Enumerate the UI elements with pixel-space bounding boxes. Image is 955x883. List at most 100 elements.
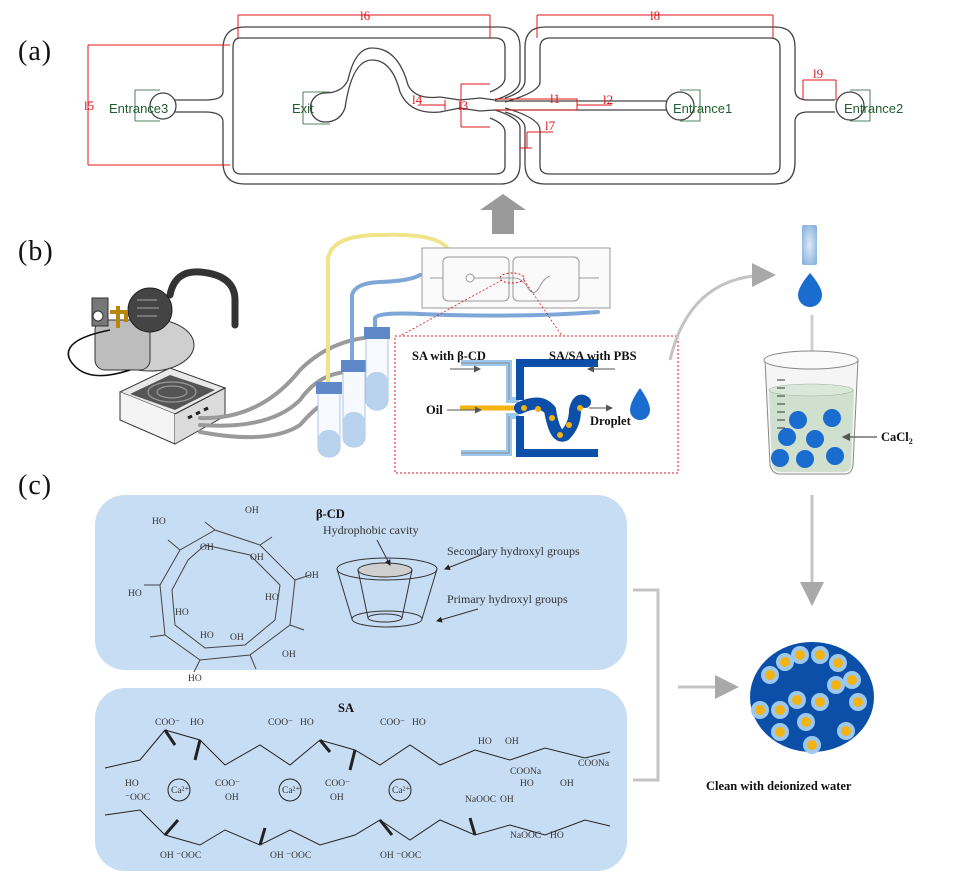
svg-text:OH: OH	[250, 553, 264, 563]
svg-text:HO: HO	[478, 737, 492, 747]
svg-text:Ca²⁺: Ca²⁺	[282, 786, 300, 796]
dim-label-l6: l6	[360, 8, 371, 23]
svg-text:OH: OH	[200, 543, 214, 553]
up-arrow-icon	[480, 194, 526, 234]
svg-text:OH ⁻OOC: OH ⁻OOC	[160, 851, 201, 861]
sa-title: SA	[338, 701, 354, 715]
svg-text:NaOOC: NaOOC	[465, 795, 496, 805]
port-entrance2	[835, 91, 865, 121]
bead-core-oil	[775, 705, 785, 715]
svg-text:Ca²⁺: Ca²⁺	[392, 786, 410, 796]
svg-text:OH ⁻OOC: OH ⁻OOC	[380, 851, 421, 861]
final-caption: Clean with deionized water	[706, 779, 852, 793]
bead-core-oil	[807, 740, 817, 750]
svg-text:Ca²⁺: Ca²⁺	[171, 786, 189, 796]
dim-label-l9: l9	[813, 66, 823, 81]
svg-text:OH: OH	[245, 506, 259, 516]
cacl2-label: CaCl2	[881, 430, 913, 446]
port-entrance1	[665, 91, 695, 121]
dim-label-l1: l1	[550, 91, 560, 106]
bead-core-oil	[831, 680, 841, 690]
svg-text:HO: HO	[125, 779, 139, 789]
chip-thumbnail	[421, 247, 611, 309]
bead-cores	[751, 646, 867, 754]
dim-l8	[536, 14, 774, 38]
bead-core-oil	[792, 695, 802, 705]
primary-arrow	[436, 608, 479, 623]
dim-l4	[418, 100, 446, 110]
svg-text:HO: HO	[175, 608, 189, 618]
inset-label-sa-pbs: SA/SA with PBS	[549, 349, 637, 363]
svg-text:COO⁻: COO⁻	[155, 718, 180, 728]
svg-text:HO: HO	[520, 779, 534, 789]
dimension-lines	[87, 14, 837, 166]
port-label-entrance1: Entrance1	[673, 101, 732, 116]
inset-flow-diagram: SA with β-CD SA/SA with PBS Oil Droplet	[412, 349, 650, 457]
port-labels: Entrance3 Exit Entrance1 Entrance2	[109, 89, 903, 125]
sample-vials	[316, 327, 390, 458]
serpentine-channel-top	[309, 59, 461, 123]
inset-label-sa-bcd: SA with β-CD	[412, 349, 486, 363]
svg-text:HO: HO	[300, 718, 314, 728]
bcd-cone-icon	[336, 557, 438, 628]
svg-text:HO: HO	[550, 831, 564, 841]
svg-text:COO⁻: COO⁻	[268, 718, 293, 728]
zoom-guides	[399, 279, 563, 337]
svg-text:NaOOC: NaOOC	[510, 831, 541, 841]
droplet-icon	[630, 388, 650, 420]
dim-label-l8: l8	[650, 8, 660, 23]
pressure-pump-icon	[67, 268, 239, 445]
svg-text:OH: OH	[330, 793, 344, 803]
dimension-labels: l6 l8 l5 l9 l3 l4 l1 l2 l7	[84, 8, 823, 133]
bead-core-oil	[780, 657, 790, 667]
sa-structure	[104, 729, 611, 846]
panel-label-c: (c)	[18, 470, 53, 501]
panel-label-b: (b)	[18, 236, 54, 267]
svg-text:HO: HO	[200, 631, 214, 641]
falling-droplet-icon	[798, 273, 822, 307]
port-label-entrance3: Entrance3	[109, 101, 168, 116]
chip-drawing	[149, 26, 865, 185]
dim-l7	[520, 131, 553, 149]
beaker-icon	[763, 350, 859, 475]
bcd-title: β-CD	[316, 507, 345, 521]
dim-label-l4: l4	[412, 92, 423, 107]
dim-label-l2: l2	[603, 92, 613, 107]
svg-text:COO⁻: COO⁻	[380, 718, 405, 728]
serpentine-channel-bottom	[324, 47, 461, 101]
bead-core-oil	[775, 727, 785, 737]
combine-bracket	[633, 588, 660, 782]
dim-label-l5: l5	[84, 98, 94, 113]
bead-core-oil	[755, 705, 765, 715]
port-label-entrance2: Entrance2	[844, 101, 903, 116]
bead-core-oil	[847, 675, 857, 685]
bcd-primary-label: Primary hydroxyl groups	[447, 592, 568, 606]
svg-text:HO: HO	[152, 517, 166, 527]
curved-process-arrow	[668, 263, 776, 361]
svg-text:OH: OH	[230, 633, 244, 643]
svg-text:⁻OOC: ⁻OOC	[125, 793, 150, 803]
cavity-arrow	[376, 539, 391, 566]
bead-core-oil	[815, 650, 825, 660]
bead-core-oil	[801, 717, 811, 727]
sa-panel	[95, 688, 627, 871]
channel-entrance3-bottom	[175, 109, 521, 185]
secondary-arrow	[444, 554, 482, 570]
svg-text:HO: HO	[190, 718, 204, 728]
svg-text:OH ⁻OOC: OH ⁻OOC	[270, 851, 311, 861]
bead-core-oil	[841, 726, 851, 736]
bead-core-oil	[795, 650, 805, 660]
svg-text:COONa: COONa	[510, 767, 542, 777]
svg-text:OH: OH	[500, 795, 514, 805]
svg-text:OH: OH	[560, 779, 574, 789]
svg-text:OH: OH	[282, 650, 296, 660]
svg-text:OH: OH	[225, 793, 239, 803]
svg-text:COONa: COONa	[578, 759, 610, 769]
svg-text:OH: OH	[305, 571, 319, 581]
bead-core-oil	[765, 670, 775, 680]
dim-label-l7: l7	[545, 118, 556, 133]
dim-l5	[87, 44, 230, 166]
bead-core-oil	[833, 658, 843, 668]
dim-label-l3: l3	[458, 98, 468, 113]
